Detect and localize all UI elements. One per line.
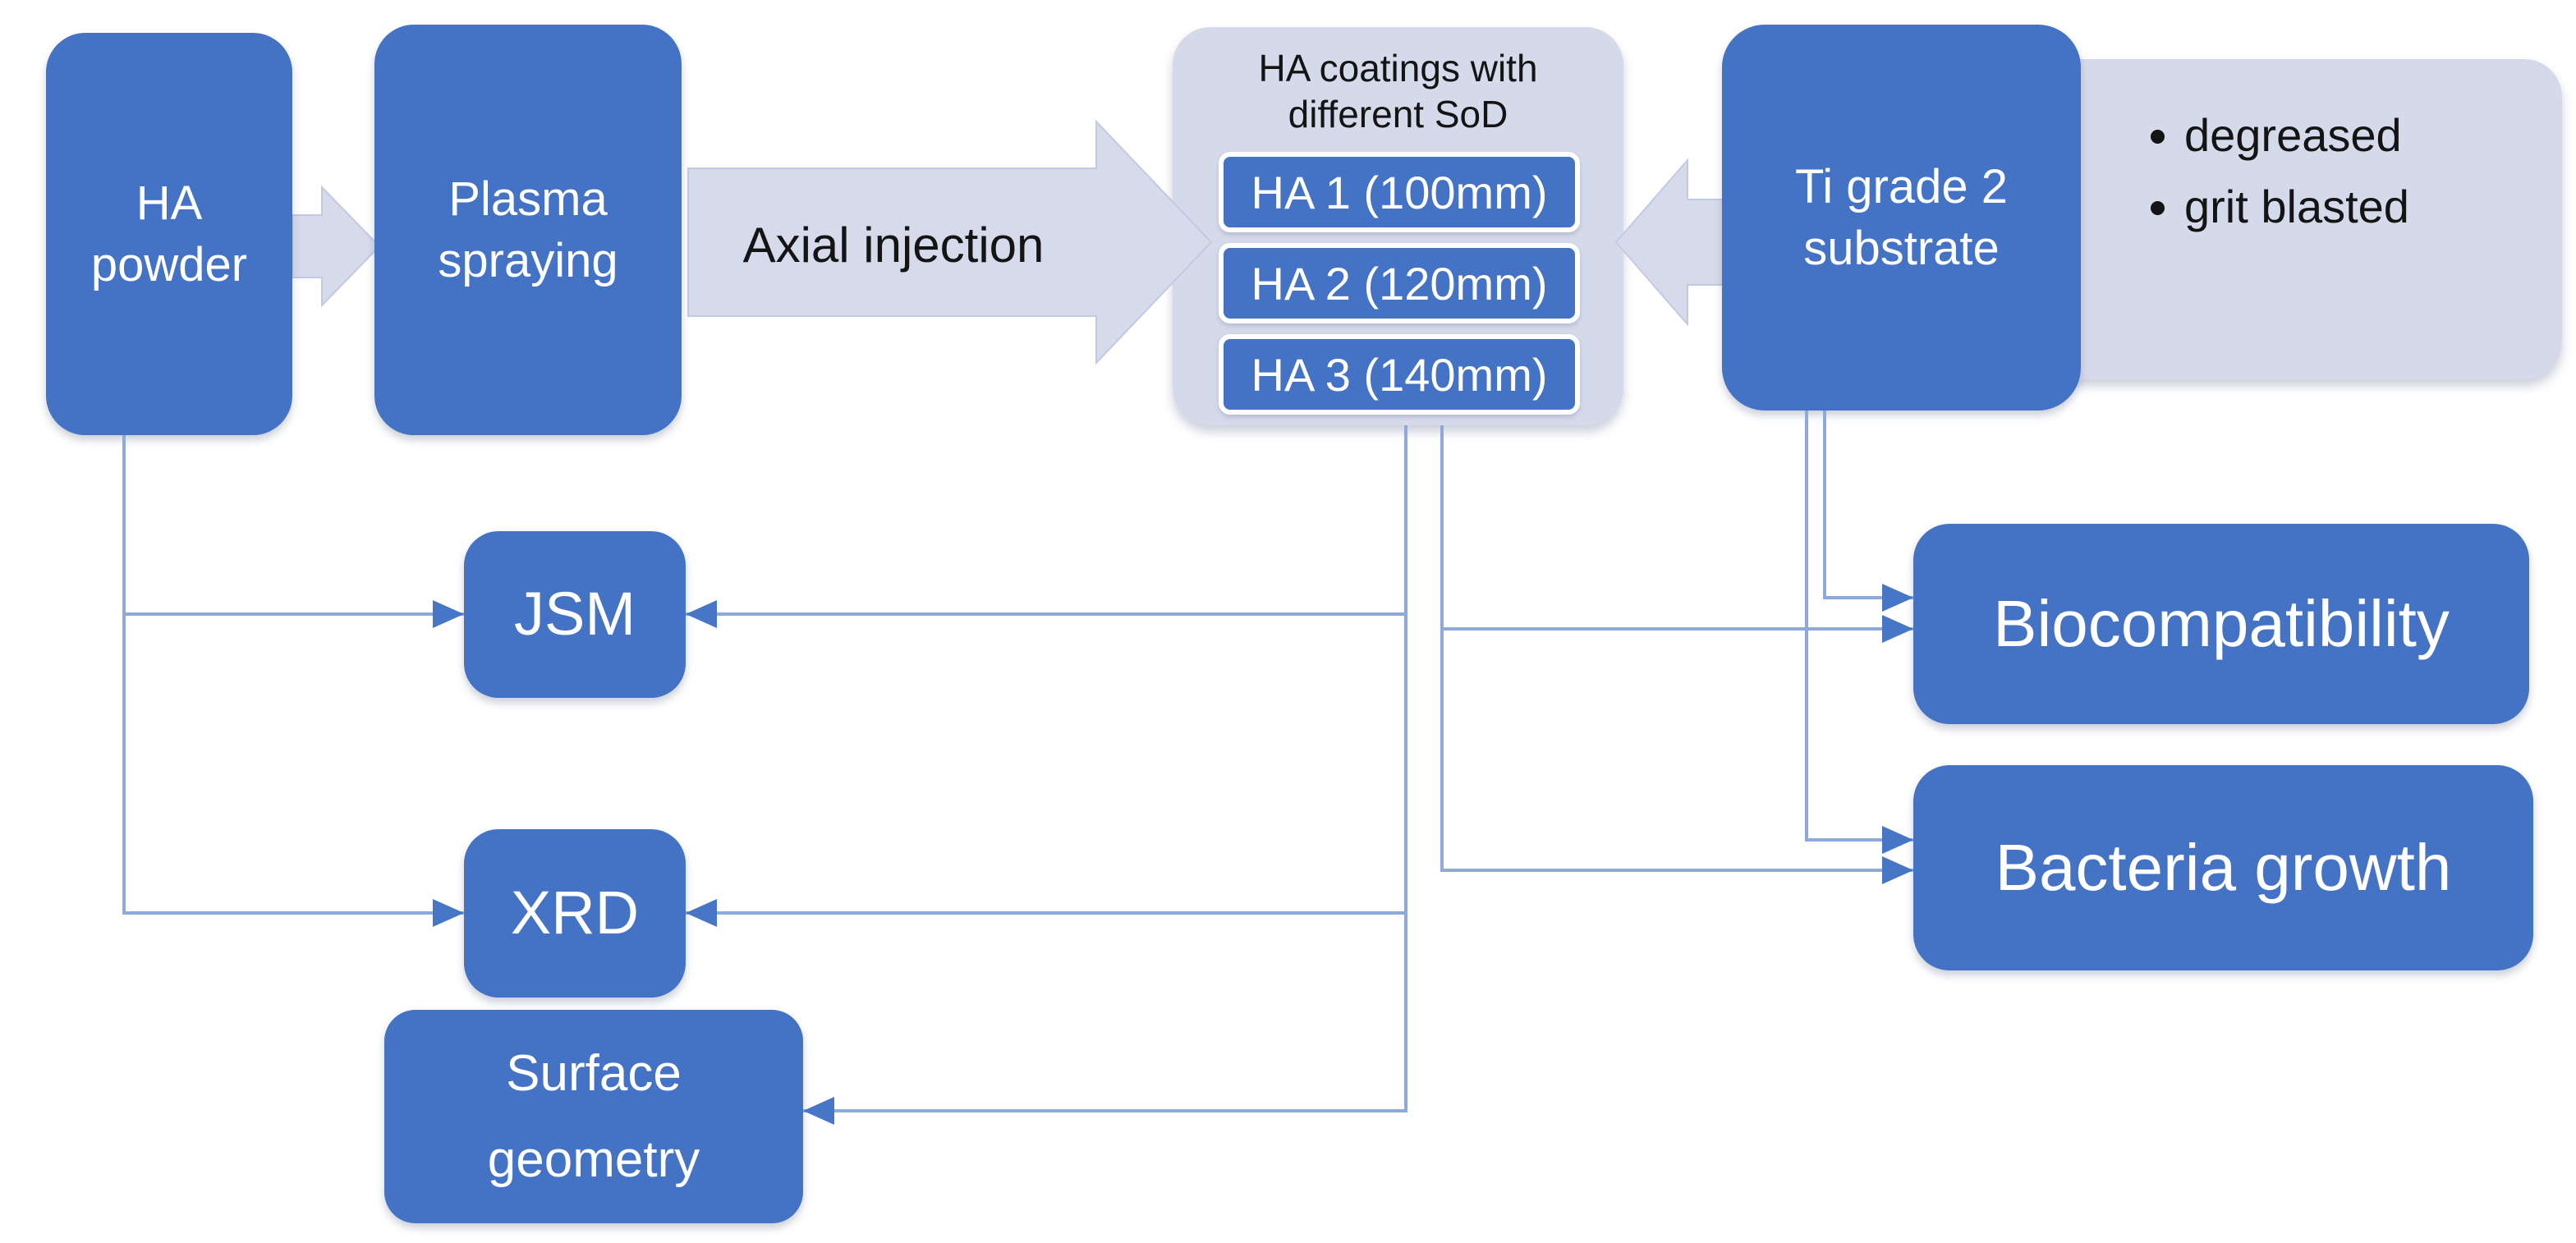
connector-coatings-to-bacteria-arrowhead [1882,856,1913,884]
connector-powder-to-xrd-arrowhead [433,899,464,927]
arrow-powder-to-plasma [292,185,381,308]
connector-powder-to-jsm-arrowhead [433,600,464,628]
node-bacteria-growth: Bacteria growth [1913,765,2533,970]
node-plasma-line2: spraying [438,234,618,287]
pretreatment-item-degreased: degreased [2184,102,2455,168]
node-ha-powder: HA powder [46,33,292,435]
node-ha-powder-line2: powder [90,238,248,291]
node-ti-line2: substrate [1803,222,2000,275]
substrate-pretreatment-box: degreased grit blasted [2036,59,2562,379]
connector-powder-to-xrd [122,435,464,927]
connector-coatings-to-jsm [686,600,1406,628]
connector-ti-to-bacteria [1805,411,1913,854]
arrow-ti-to-coatings [1614,158,1725,327]
ha-coatings-header-line1: HA coatings with [1258,47,1538,89]
connector-coatings-to-biocompatibility-arrowhead [1882,615,1913,643]
node-ti-substrate: Ti grade 2 substrate [1722,25,2081,411]
node-surface-line1: Surface [506,1044,682,1102]
ha-coatings-header-line2: different SoD [1288,93,1508,136]
connector-ti-to-bacteria-arrowhead [1882,826,1913,854]
connector-coatings-to-xrd-arrowhead [686,899,717,927]
connector-powder-to-jsm [124,600,464,628]
node-jsm: JSM [464,531,686,698]
coating-item-ha2: HA 2 (120mm) [1219,243,1580,323]
coating-item-ha1: HA 1 (100mm) [1219,152,1580,232]
connector-coatings-to-xrd [686,899,1406,927]
pretreatment-item-grit-blasted: grit blasted [2184,173,2455,240]
connector-coatings-to-surface-arrowhead [803,1097,834,1125]
node-plasma-line1: Plasma [448,172,608,226]
node-ti-line1: Ti grade 2 [1795,159,2008,213]
connector-coatings-to-biocompatibility [1442,615,1913,643]
connector-ti-to-biocompatibility-arrowhead [1882,584,1913,612]
connector-coatings-to-bacteria [1440,425,1913,884]
node-surface-geometry: Surface geometry [384,1010,803,1223]
connector-coatings-to-surface [803,425,1407,1125]
node-biocompatibility: Biocompatibility [1913,524,2529,724]
node-surface-line2: geometry [487,1131,700,1188]
node-plasma-spraying: Plasma spraying [374,25,682,435]
ha-coatings-group-box: HA coatings with different SoD HA 1 (100… [1173,27,1623,425]
connector-coatings-to-jsm-arrowhead [686,600,717,628]
coating-item-ha3: HA 3 (140mm) [1219,334,1580,415]
node-xrd: XRD [464,829,686,998]
connector-ti-to-biocompatibility [1823,411,1913,612]
pretreatment-list: degreased grit blasted [2184,102,2455,240]
node-ha-powder-line1: HA [135,176,203,230]
axial-injection-label: Axial injection [742,217,1045,273]
ha-coatings-header: HA coatings with different SoD [1173,45,1623,137]
